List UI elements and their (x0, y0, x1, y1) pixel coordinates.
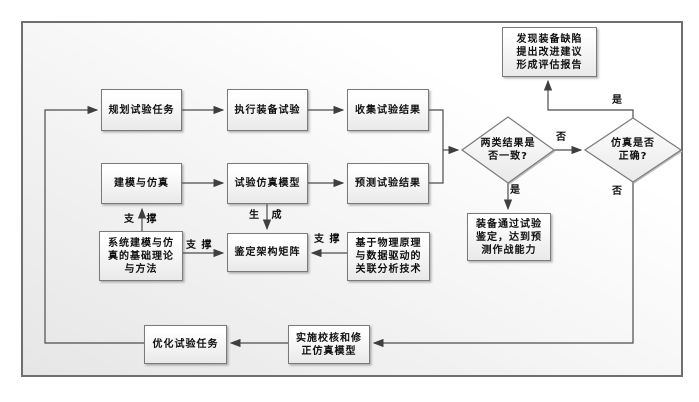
label-support-right: 支 撑 (314, 234, 341, 245)
decision-results-consistent-text: 两类结果是 否一致? (480, 138, 536, 162)
elbow-results-join (429, 109, 444, 184)
node-optimize-test-tasks: 优化试验任务 (144, 325, 227, 364)
node-test-simulation-model: 试验仿真模型 (227, 163, 308, 204)
node-theory-and-methods: 系统建模与仿 真的基础理论 与方法 (99, 231, 183, 281)
label-no-below-correct: 否 (612, 186, 623, 197)
node-equipment-qualified: 装备通过试验 鉴定，达到预 测作战能力 (467, 213, 551, 261)
label-generate: 生 成 (249, 210, 283, 221)
label-yes-above-correct: 是 (612, 95, 623, 106)
node-verify-correct-model: 实施校核和修 正仿真模型 (288, 325, 370, 364)
node-collect-test-results: 收集试验结果 (347, 89, 429, 131)
label-no-right-of-consistency: 否 (556, 132, 567, 143)
node-defect-improvement-report: 发现装备缺陷 提出改进建议 形成评估报告 (502, 27, 597, 77)
node-qualification-architecture-matrix: 鉴定架构矩阵 (227, 233, 308, 272)
correct-diamond (583, 117, 683, 183)
arrow-correct-yes-to-report (543, 79, 634, 120)
node-modeling-simulation: 建模与仿真 (101, 163, 182, 204)
arrow-correct-no-to-verify (372, 182, 634, 348)
label-yes-below-consistency: 是 (510, 185, 521, 196)
node-plan-test-tasks: 规划试验任务 (101, 89, 182, 131)
label-support-left: 支 撑 (186, 240, 213, 251)
node-correlation-analysis-tech: 基于物理原理 与数据驱动的 关联分析技术 (347, 232, 430, 281)
arrow-optimize-loop-to-plan (44, 105, 144, 344)
label-support-vertical: 支 撑 (124, 214, 158, 225)
decision-simulation-correct-text: 仿真是否 正确? (611, 138, 655, 162)
node-execute-equipment-test: 执行装备试验 (227, 89, 308, 131)
node-predict-test-results: 预测试验结果 (347, 163, 429, 204)
consistency-diamond (460, 116, 556, 184)
